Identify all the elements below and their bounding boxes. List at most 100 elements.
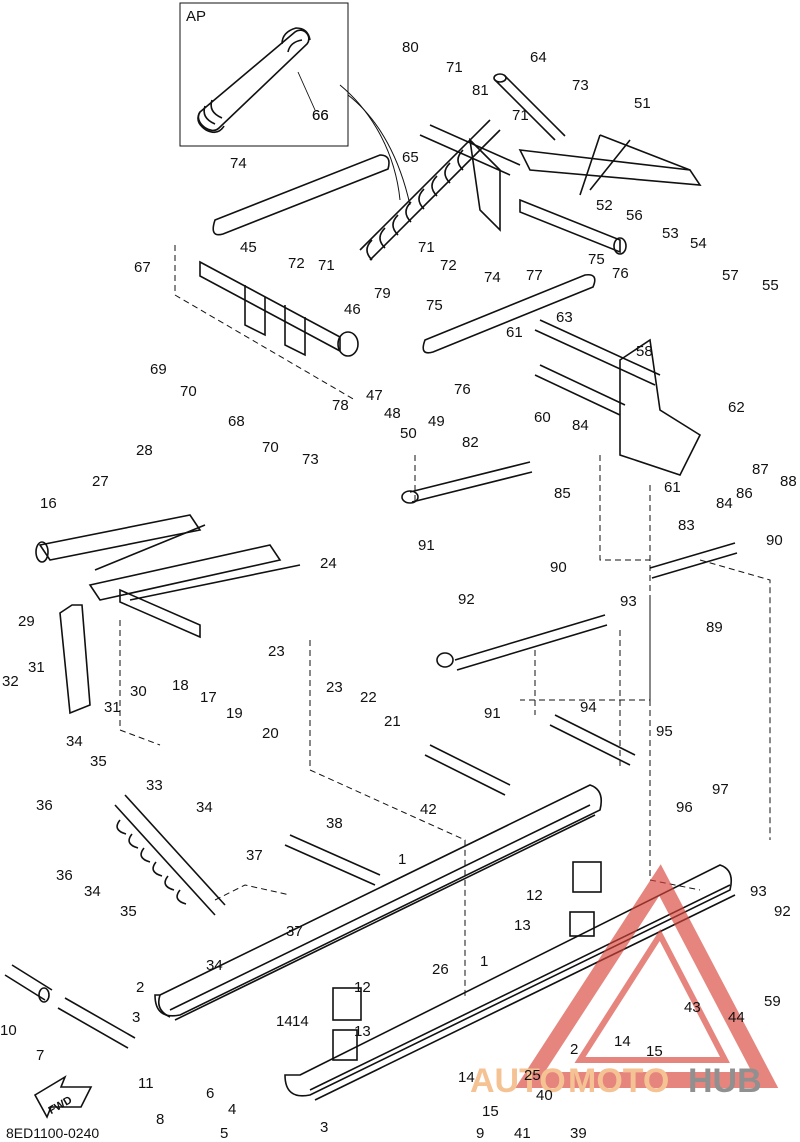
part-number-label: 21 — [384, 713, 401, 730]
part-number-label: 92 — [458, 591, 475, 608]
part-number-label: 94 — [580, 699, 597, 716]
part-number-label: 19 — [226, 705, 243, 722]
part-number-label: 35 — [120, 903, 137, 920]
part-number-label: 87 — [752, 461, 769, 478]
part-number-label: 70 — [262, 439, 279, 456]
part-number-label: 23 — [268, 643, 285, 660]
drawing-code: 8ED1100-0240 — [6, 1125, 99, 1141]
part-number-label: 58 — [636, 343, 653, 360]
part-number-label: 59 — [764, 993, 781, 1010]
part-number-label: 1 — [398, 851, 406, 868]
part-number-label: 90 — [766, 532, 783, 549]
shock-65 — [359, 119, 501, 261]
part-number-label: 53 — [662, 225, 679, 242]
rear-arm-51 — [419, 73, 702, 255]
part-number-label: 91 — [418, 537, 435, 554]
watermark-text-left: AUTO — [470, 1062, 566, 1100]
part-number-label: 71 — [318, 257, 335, 274]
part-number-label: 18 — [172, 677, 189, 694]
part-number-label: 75 — [426, 297, 443, 314]
part-number-label: 52 — [596, 197, 613, 214]
part-number-label: 8 — [156, 1111, 164, 1128]
front-frame-16 — [35, 514, 301, 639]
part-number-label: 13 — [514, 917, 531, 934]
part-number-label: 3 — [132, 1009, 140, 1026]
part-number-label: 74 — [484, 269, 501, 286]
part-number-label: 61 — [664, 479, 681, 496]
part-number-label: 44 — [728, 1009, 745, 1026]
part-number-label: 70 — [180, 383, 197, 400]
part-number-label: 71 — [418, 239, 435, 256]
part-number-label: 81 — [472, 82, 489, 99]
part-number-label: 25 — [524, 1067, 541, 1084]
part-number-label: 82 — [462, 434, 479, 451]
part-number-label: 20 — [262, 725, 279, 742]
part-number-label: 67 — [134, 259, 151, 276]
part-number-label: 56 — [626, 207, 643, 224]
part-number-label: 57 — [722, 267, 739, 284]
part-number-label: 68 — [228, 413, 245, 430]
part-number-label: 76 — [612, 265, 629, 282]
part-number-label: 88 — [780, 473, 797, 490]
part-number-label: 43 — [684, 999, 701, 1016]
part-number-label: 42 — [420, 801, 437, 818]
part-number-label: 2 — [570, 1041, 578, 1058]
part-number-label: 36 — [56, 867, 73, 884]
slide-rail-left — [154, 784, 603, 1021]
part-number-label: 31 — [28, 659, 45, 676]
part-number-label: 65 — [402, 149, 419, 166]
front-arm-45 — [199, 260, 359, 357]
part-number-label: 34 — [196, 799, 213, 816]
part-number-label: 93 — [750, 883, 767, 900]
part-number-label: 73 — [302, 451, 319, 468]
part-number-label: 71 — [512, 107, 529, 124]
part-number-label: 83 — [678, 517, 695, 534]
part-number-label: 78 — [332, 397, 349, 414]
part-number-label: 40 — [536, 1087, 553, 1104]
part-number-label: 41 — [514, 1125, 531, 1142]
watermark: AUTO MOTO HUB — [470, 864, 779, 1100]
part-number-label: 64 — [530, 49, 547, 66]
part-number-label: 2 — [136, 979, 144, 996]
part-number-label: 55 — [762, 277, 779, 294]
part-number-label: 76 — [454, 381, 471, 398]
part-number-label: 47 — [366, 387, 383, 404]
part-number-label: 15 — [482, 1103, 499, 1120]
part-number-label: 91 — [484, 705, 501, 722]
part-number-label: 62 — [728, 399, 745, 416]
part-number-label: 16 — [40, 495, 57, 512]
part-number-label: 5 — [220, 1125, 228, 1142]
part-number-label: 45 — [240, 239, 257, 256]
part-number-label: 34 — [84, 883, 101, 900]
part-number-label: 26 — [432, 961, 449, 978]
part-number-label: 10 — [0, 1022, 17, 1039]
slide-rail-right — [284, 864, 736, 1101]
watermark-text-mid: MOTO — [568, 1062, 669, 1100]
part-number-label: 92 — [774, 903, 791, 920]
part-number-label: 95 — [656, 723, 673, 740]
part-number-label: 6 — [206, 1085, 214, 1102]
part-number-label: 39 — [570, 1125, 587, 1142]
part-number-label: 1 — [480, 953, 488, 970]
part-number-label: 79 — [374, 285, 391, 302]
part-number-label: 80 — [402, 39, 419, 56]
part-number-label: 30 — [130, 683, 147, 700]
part-number-label: 12 — [526, 887, 543, 904]
part-number-label: 11 — [138, 1075, 154, 1092]
part-number-label: 14 — [458, 1069, 475, 1086]
part-number-label: 86 — [736, 485, 753, 502]
part-number-label: 37 — [246, 847, 263, 864]
part-number-label: 84 — [716, 495, 733, 512]
part-number-label: 38 — [326, 815, 343, 832]
part-number-label: 34 — [66, 733, 83, 750]
part-number-label: 22 — [360, 689, 377, 706]
part-number-label: 14 — [276, 1013, 293, 1030]
part-number-label: 27 — [92, 473, 109, 490]
part-number-label: 63 — [556, 309, 573, 326]
inset-part-label: 66 — [312, 107, 329, 124]
part-number-label: 36 — [36, 797, 53, 814]
fwd-label: FWD — [47, 1094, 75, 1117]
part-number-label: 14 — [292, 1013, 309, 1030]
